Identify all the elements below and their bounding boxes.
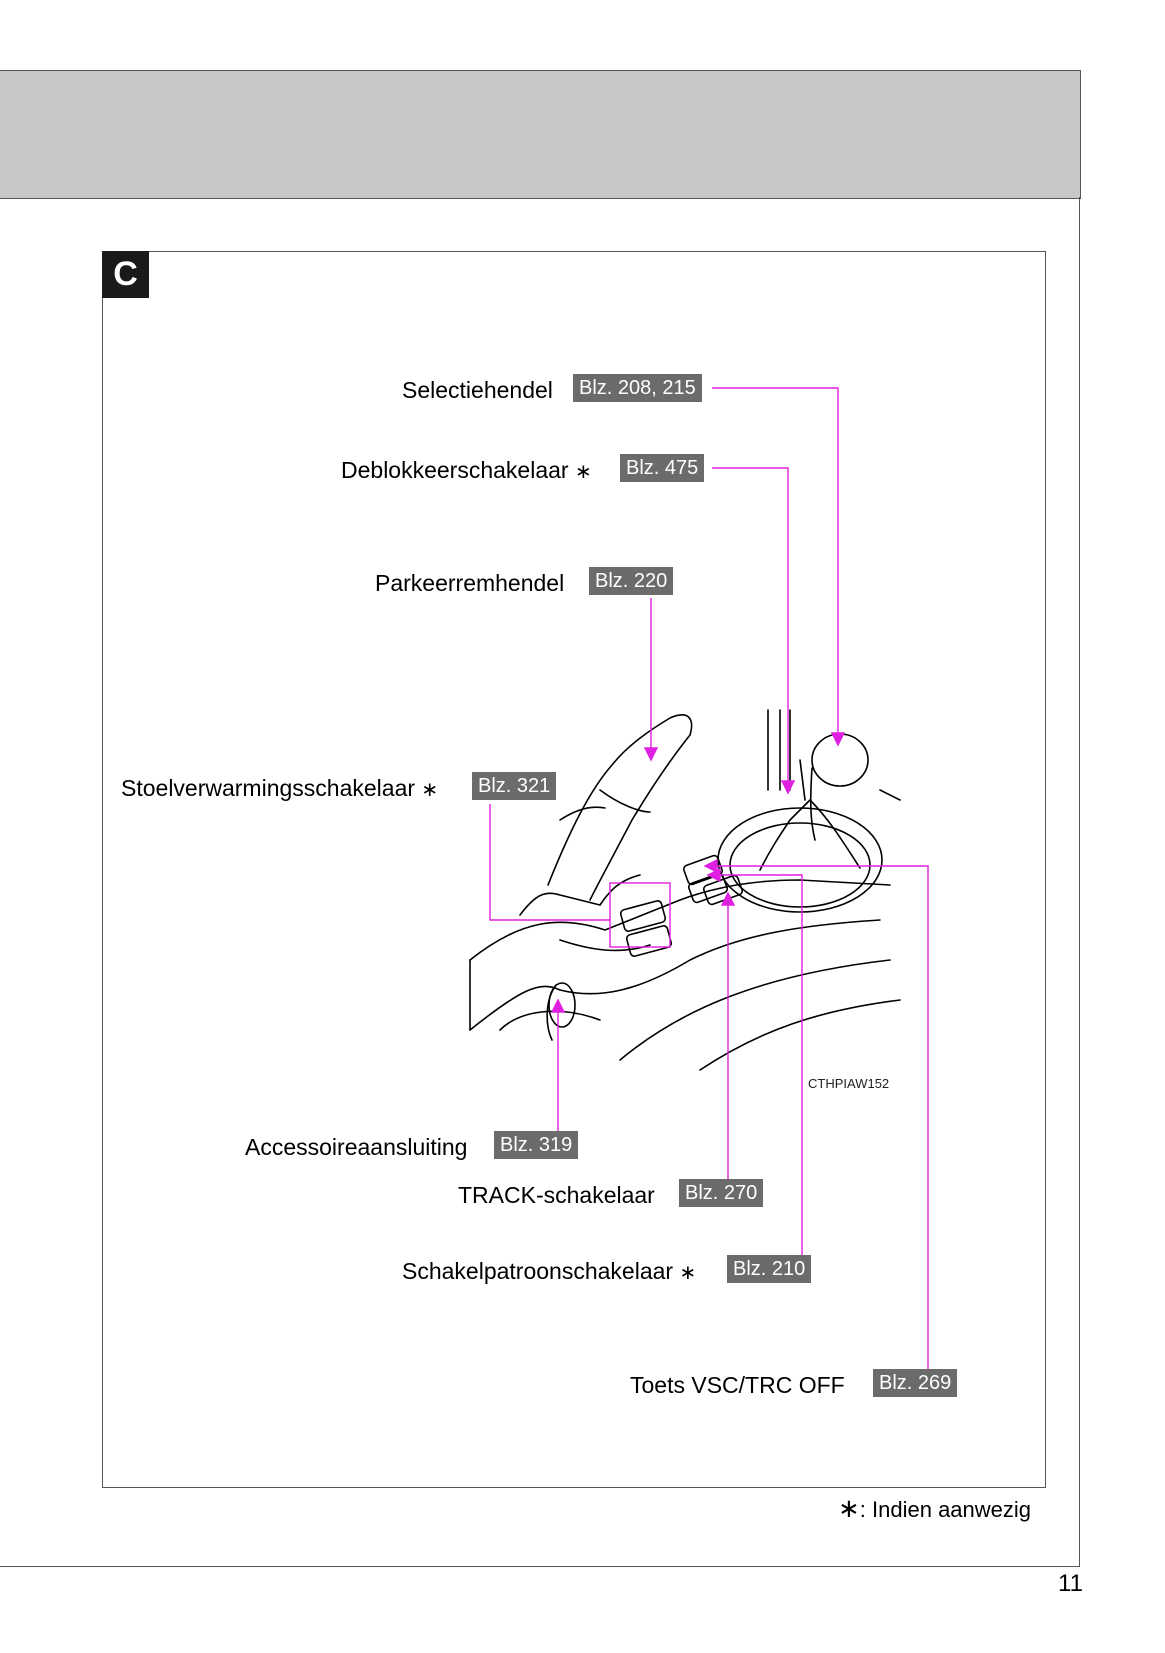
parking-brake-lever (547, 714, 693, 901)
figure-code: CTHPIAW152 (808, 1076, 890, 1091)
page-ref-parkeerremhendel[interactable]: Blz. 220 (589, 567, 674, 595)
footnote-text: : Indien aanwezig (859, 1497, 1032, 1522)
leader-lines (489, 387, 929, 1370)
label-vsc-trc-off: Toets VSC/TRC OFF (630, 1372, 845, 1398)
page-ref-selectiehendel[interactable]: Blz. 208, 215 (573, 374, 702, 402)
label-selectiehendel: Selectiehendel (402, 377, 553, 403)
optional-asterisk: ∗ (574, 459, 592, 483)
label-track-schakelaar: TRACK-schakelaar (458, 1182, 655, 1208)
footer-rule (0, 1566, 1080, 1567)
optional-asterisk: ∗ (679, 1260, 697, 1284)
label-accessoireaansluiting: Accessoireaansluiting (245, 1134, 468, 1160)
label-stoelverwarmingsschakelaar: Stoelverwarmingsschakelaar ∗ (121, 775, 439, 801)
section-letter-tag: C (102, 251, 149, 298)
page-ref-track-schakelaar[interactable]: Blz. 270 (679, 1179, 764, 1207)
seat-heater-switch-1 (619, 900, 667, 932)
header-band (0, 70, 1081, 199)
page-number: 11 (1058, 1570, 1083, 1597)
page-ref-schakelpatroonschakelaar[interactable]: Blz. 210 (727, 1255, 812, 1283)
page-ref-vsc-trc-off[interactable]: Blz. 269 (873, 1369, 958, 1397)
label-schakelpatroonschakelaar: Schakelpatroonschakelaar ∗ (402, 1258, 697, 1284)
page-ref-deblokkeerschakelaar[interactable]: Blz. 475 (620, 454, 705, 482)
label-deblokkeerschakelaar: Deblokkeerschakelaar ∗ (341, 457, 592, 483)
footnote-asterisk: ∗ (838, 1494, 860, 1524)
page-edge-rule (1079, 197, 1080, 1567)
page-ref-accessoireaansluiting[interactable]: Blz. 319 (494, 1131, 579, 1159)
footnote: ∗: Indien aanwezig (838, 1494, 1031, 1524)
console-outline (469, 879, 891, 961)
page-ref-stoelverwarmingsschakelaar[interactable]: Blz. 321 (472, 772, 557, 800)
figure-frame (102, 251, 1046, 1488)
accessory-socket (548, 982, 576, 1028)
label-parkeerremhendel: Parkeerremhendel (375, 570, 565, 596)
optional-asterisk: ∗ (421, 777, 439, 801)
